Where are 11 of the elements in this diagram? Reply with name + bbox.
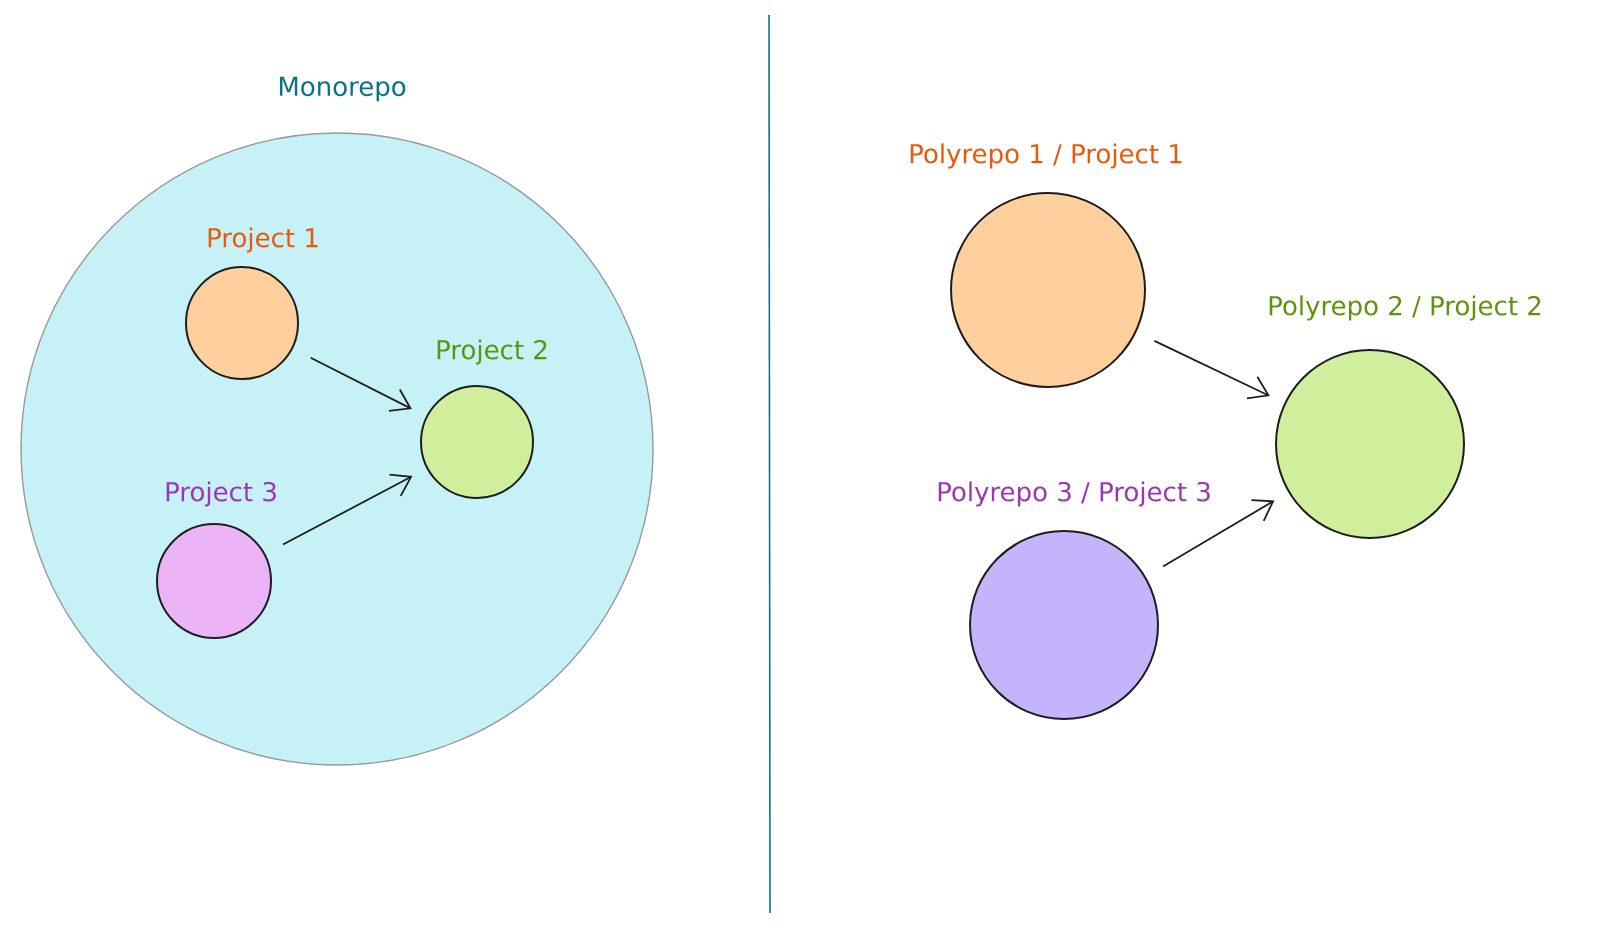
circle-label: Monorepo [279, 76, 406, 102]
arrow [1162, 499, 1275, 568]
circle-label: Project 1 [208, 227, 318, 253]
circle-label: Project 2 [437, 339, 547, 365]
circle-label: Project 3 [166, 481, 276, 507]
circle-label: Polyrepo 2 / Project 2 [1269, 295, 1541, 321]
arrow [282, 473, 413, 546]
arrow [1153, 340, 1270, 400]
circle-label: Polyrepo 1 / Project 1 [910, 143, 1182, 169]
arrow [309, 356, 412, 412]
circle-label: Polyrepo 3 / Project 3 [938, 481, 1210, 507]
